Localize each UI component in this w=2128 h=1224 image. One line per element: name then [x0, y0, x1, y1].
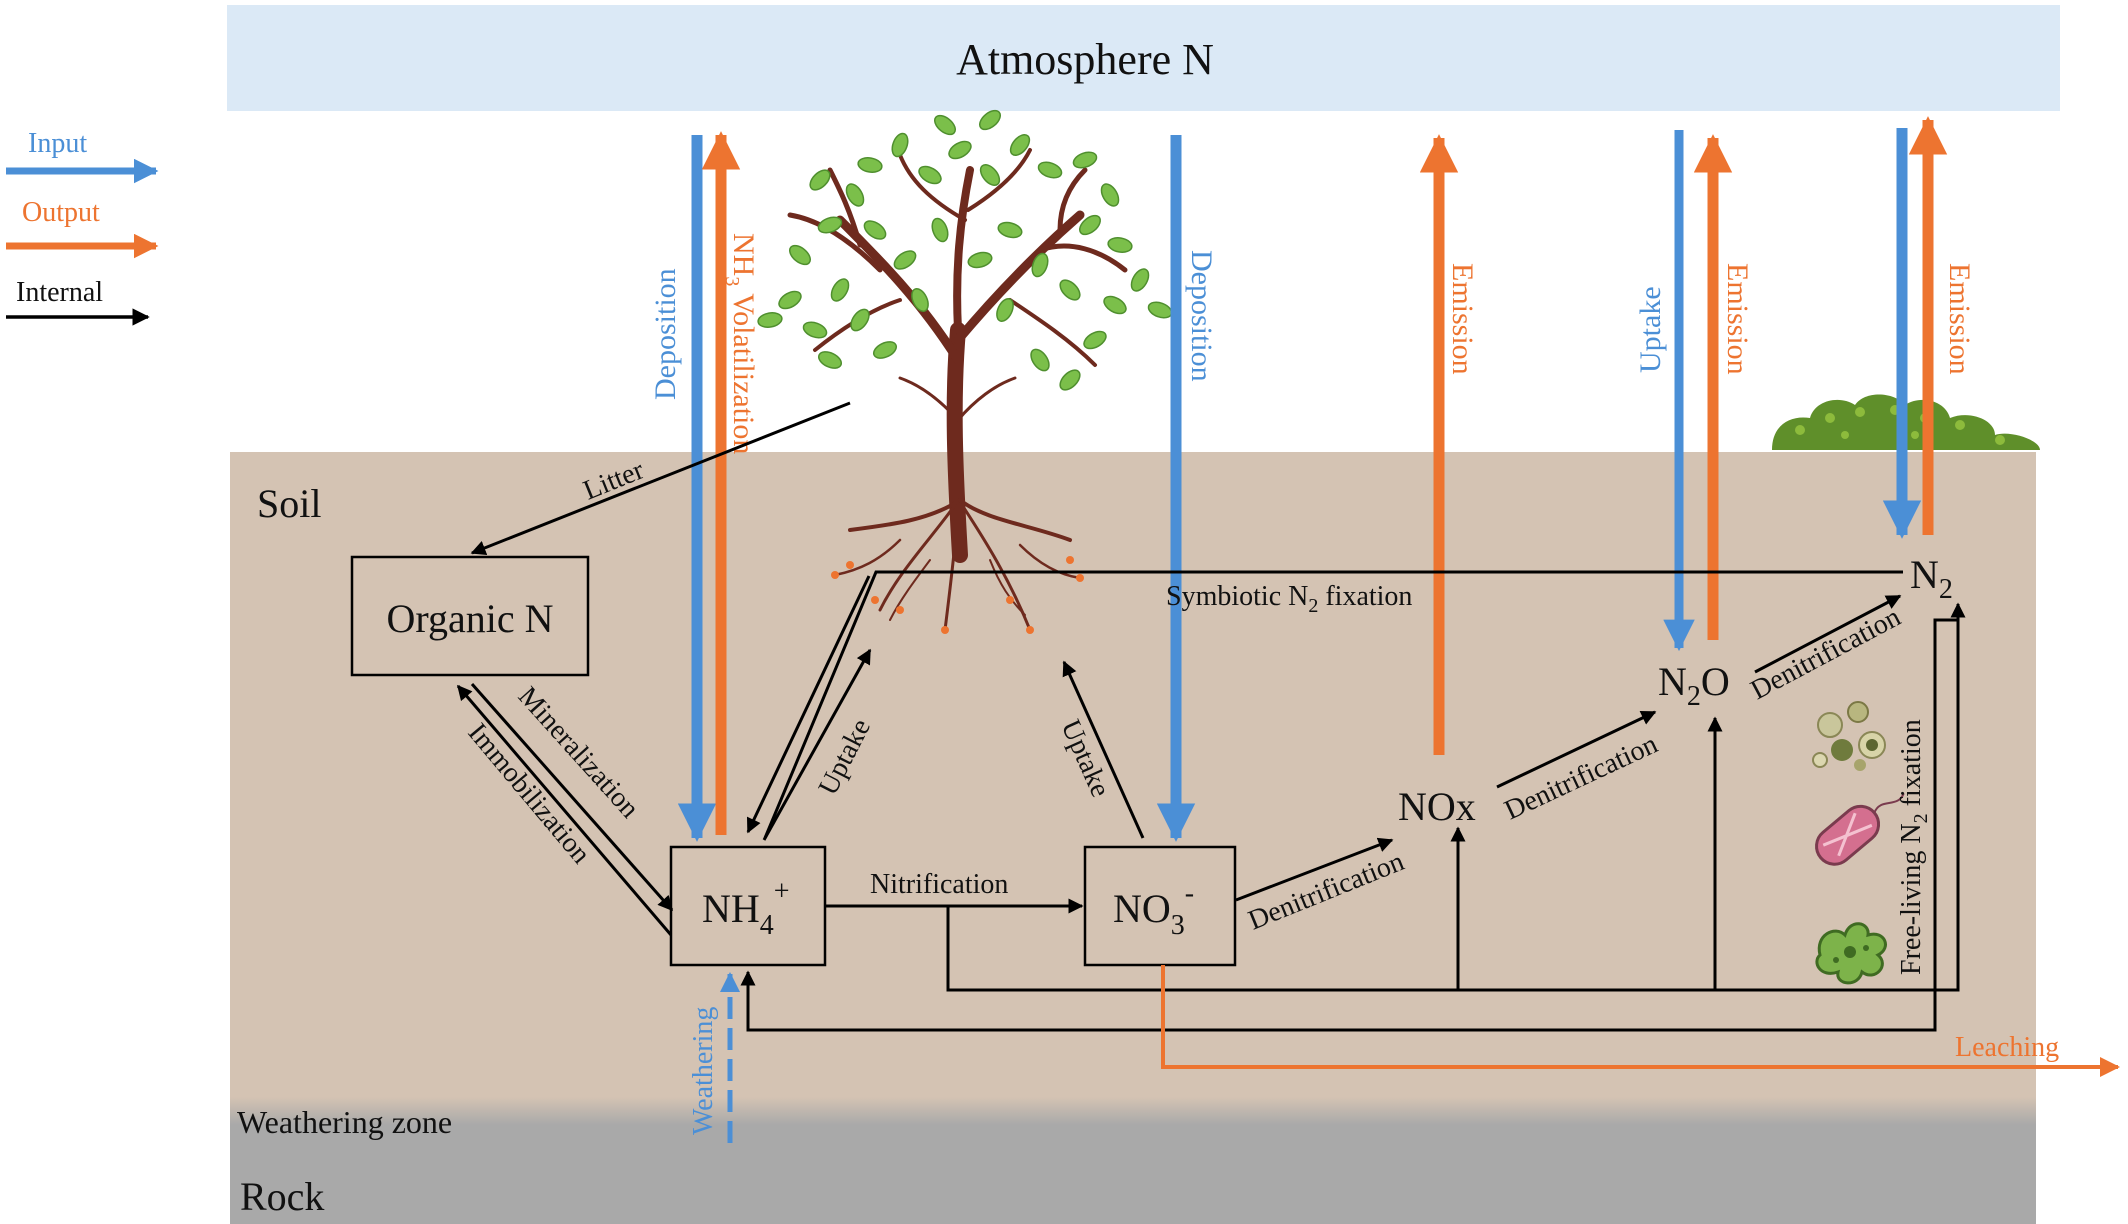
symbiotic-sub: 2: [1308, 595, 1318, 617]
immobilization-arrow: [456, 684, 673, 936]
no3-label: NO3-: [1113, 878, 1194, 941]
n2o-sub: 2: [1687, 681, 1701, 712]
microbe-cluster-icon: [1812, 701, 1886, 771]
nh4-sub: 4: [760, 910, 774, 941]
nitrification-bypass-line: [946, 602, 1966, 992]
uptake-n2o-label: Uptake: [1634, 286, 1667, 373]
legend-input-label: Input: [28, 128, 87, 159]
nh4-label: NH4+: [702, 876, 790, 941]
symbiotic-fixation-line: [763, 570, 1903, 839]
weathering-zone-label: Weathering zone: [237, 1104, 452, 1140]
atmospheric-flux-labels: Deposition NH3 Volatilization Deposition…: [649, 233, 1976, 454]
emission-nox-label: Emission: [1446, 263, 1479, 375]
symbiotic-rest: fixation: [1318, 581, 1412, 612]
mineralization-arrow: [470, 683, 674, 912]
free-living-sub: 2: [1910, 813, 1932, 823]
bacterium-icon: [1815, 792, 1905, 866]
emission-n2o-label: Emission: [1721, 263, 1754, 375]
denitrification-arrow-2: [1496, 710, 1657, 789]
nh3-base: NH: [727, 233, 760, 276]
nh3-rest: Volatilization: [727, 286, 760, 454]
free-living-fixation-label: Free-living N2 fixation: [1896, 719, 1932, 975]
n2o-label: N2O: [1658, 659, 1730, 712]
nh4-sup: +: [774, 876, 790, 907]
nitrification-label: Nitrification: [870, 869, 1008, 900]
weathering-flux: Weathering: [688, 972, 740, 1143]
n2-sub: 2: [1939, 574, 1953, 605]
amoeba-icon: [1815, 922, 1887, 985]
no3-sup: -: [1185, 878, 1194, 909]
n2-label: N2: [1910, 552, 1953, 605]
nox-label: NOx: [1398, 784, 1476, 829]
rock-layer: [230, 1125, 2036, 1224]
symbiotic-fixation-label: Symbiotic N2 fixation: [1166, 581, 1412, 617]
emission-n2-label: Emission: [1943, 263, 1976, 375]
rock-label: Rock: [240, 1174, 324, 1219]
weathering-label: Weathering: [688, 1007, 719, 1135]
uptake-nh4-arrow-up: [762, 648, 872, 841]
deposition-label-1: Deposition: [649, 268, 682, 400]
nh4-base: NH: [702, 886, 760, 931]
atmosphere-band: Atmosphere N: [227, 5, 2060, 111]
weathering-zone-layer: [230, 1097, 2036, 1125]
deposition-label-2: Deposition: [1185, 250, 1218, 382]
soil-label: Soil: [257, 481, 321, 526]
n2-base: N: [1910, 552, 1939, 597]
atmospheric-fluxes: [677, 116, 1948, 842]
litter-arrow: [470, 401, 851, 555]
leaching-flux: Leaching: [1161, 965, 2120, 1077]
legend: Input Output Internal: [6, 128, 159, 326]
n2o-n: N: [1658, 659, 1687, 704]
legend-output-label: Output: [22, 197, 100, 228]
pool-organic-n: Organic N: [350, 555, 590, 677]
nh3-sub: 3: [721, 276, 743, 286]
leaching-label: Leaching: [1955, 1032, 2059, 1063]
legend-internal-label: Internal: [16, 277, 103, 308]
organic-n-label: Organic N: [387, 596, 554, 641]
uptake-no3-arrow: [1062, 660, 1145, 839]
tree-icon: [757, 109, 1173, 634]
free-living-fixation-line: [740, 618, 1958, 1032]
internal-fluxes: [456, 401, 1966, 1032]
no3-base: NO: [1113, 886, 1171, 931]
free-living-base: Free-living N: [1896, 823, 1927, 975]
no3-sub: 3: [1171, 910, 1185, 941]
atmosphere-title: Atmosphere N: [956, 35, 1214, 84]
nh3-volatilization-label: NH3 Volatilization: [721, 233, 760, 454]
n2o-o: O: [1701, 659, 1730, 704]
leaching-arrow: [1161, 965, 2120, 1077]
ground-layers: Soil Weathering zone Rock: [230, 452, 2036, 1224]
pool-no3: NO3-: [1083, 845, 1237, 967]
denitrification-arrow-3: [1754, 594, 1902, 674]
denitrification-arrow-1: [1235, 837, 1394, 902]
free-living-rest: fixation: [1896, 719, 1927, 813]
uptake-nh4-arrow-down: [746, 575, 871, 834]
symbiotic-base: Symbiotic N: [1166, 581, 1308, 612]
